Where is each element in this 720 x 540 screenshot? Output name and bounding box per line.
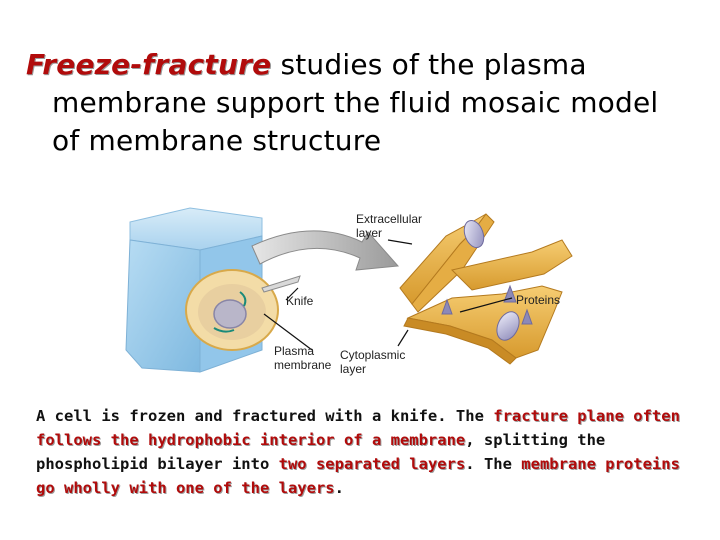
caption-part-2 [624,407,633,425]
title-line-1-rest: studies of the plasma [271,48,587,81]
caption-highlight-fracture-plane: fracture plane [493,407,624,425]
caption-text: A cell is frozen and fractured with a kn… [36,404,696,500]
label-leaders [263,239,513,351]
title-line-1: Freeze-fracture studies of the plasma [26,46,686,84]
freeze-fracture-diagram [125,207,573,373]
fractured-membrane [399,213,573,365]
label-knife: Knife [286,294,314,308]
knife [261,275,301,293]
slide-title: Freeze-fracture studies of the plasma me… [26,46,686,160]
title-line-3: of membrane structure [52,124,382,157]
title-highlight: Freeze-fracture [26,48,272,81]
caption-highlight-hydrophobic-interior: often follows the hydrophobic interior o… [36,407,680,449]
caption-part-3: , splitting the phospholipid bilayer int… [36,431,606,473]
title-line-2: membrane support the fluid mosaic model [52,86,659,119]
frozen-block [125,207,279,373]
curved-arrow [251,230,400,271]
label-proteins: Proteins [516,293,561,307]
caption-part-1: A cell is frozen and fractured with a kn… [36,407,494,425]
caption-part-5: . [334,479,344,497]
caption-highlight-two-layers: two separated layers [278,455,466,473]
caption-part-4: . The [465,455,522,473]
caption-highlight-membrane-proteins: membrane proteins go wholly with one of … [36,455,680,497]
